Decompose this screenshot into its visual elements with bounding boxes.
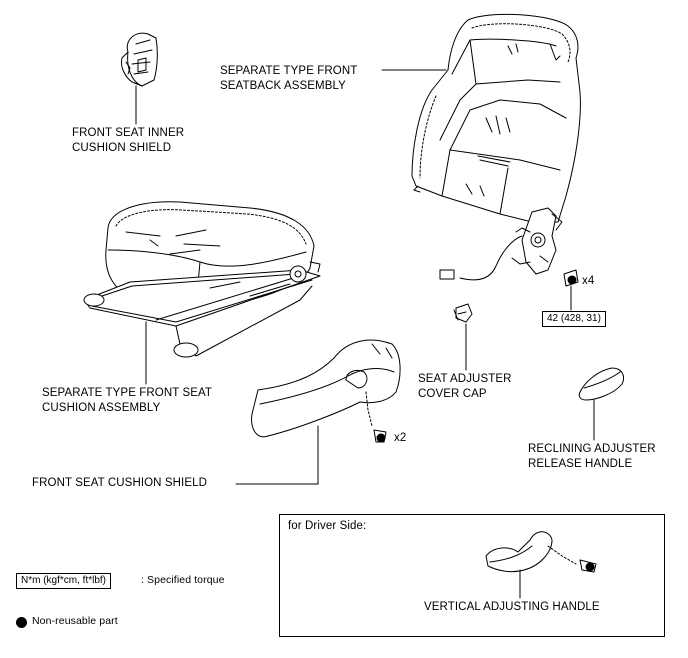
release-handle-label-line1: RECLINING ADJUSTER [528, 443, 656, 455]
seatback-torque-box: 42 (428, 31) [542, 311, 606, 327]
vertical-handle-label: VERTICAL ADJUSTING HANDLE [424, 601, 600, 613]
driver-side-box [279, 514, 665, 637]
release-handle-label-line2: RELEASE HANDLE [528, 458, 633, 470]
inner-shield-label-line1: FRONT SEAT INNER [72, 127, 185, 139]
cushion-label-line1: SEPARATE TYPE FRONT SEAT [42, 387, 213, 399]
cushion-shield-part [252, 340, 400, 437]
inner-cushion-shield-part [121, 33, 157, 86]
seatback-label-line2: SEATBACK ASSEMBLY [220, 80, 346, 92]
inner-shield-label-line2: CUSHION SHIELD [72, 142, 172, 154]
driver-side-title: for Driver Side: [288, 520, 367, 532]
shield-screw-qty: x2 [394, 432, 407, 444]
adjuster-cap-label-line2: COVER CAP [418, 388, 487, 400]
nonreusable-dot-icon [16, 617, 27, 628]
adjuster-cover-cap-part [454, 304, 472, 322]
vertical-handle-part [486, 532, 596, 572]
adjuster-cap-label-line1: SEAT ADJUSTER [418, 373, 512, 385]
legend-torque-desc: : Specified torque [141, 574, 225, 586]
legend-nonreusable: Non-reusable part [32, 615, 118, 627]
release-handle-part [579, 368, 623, 400]
seat-cushion-part [84, 202, 320, 357]
shield-screw-part [374, 430, 386, 442]
seatback-bolt-part [564, 270, 578, 286]
cushion-shield-label: FRONT SEAT CUSHION SHIELD [32, 477, 208, 489]
legend-torque-unit-box: N*m (kgf*cm, ft*lbf) [16, 573, 112, 589]
seatback-bolt-qty: x4 [582, 275, 595, 287]
cushion-label-line2: CUSHION ASSEMBLY [42, 402, 161, 414]
seatback-label-line1: SEPARATE TYPE FRONT [220, 65, 358, 77]
seatback-part [412, 14, 580, 279]
